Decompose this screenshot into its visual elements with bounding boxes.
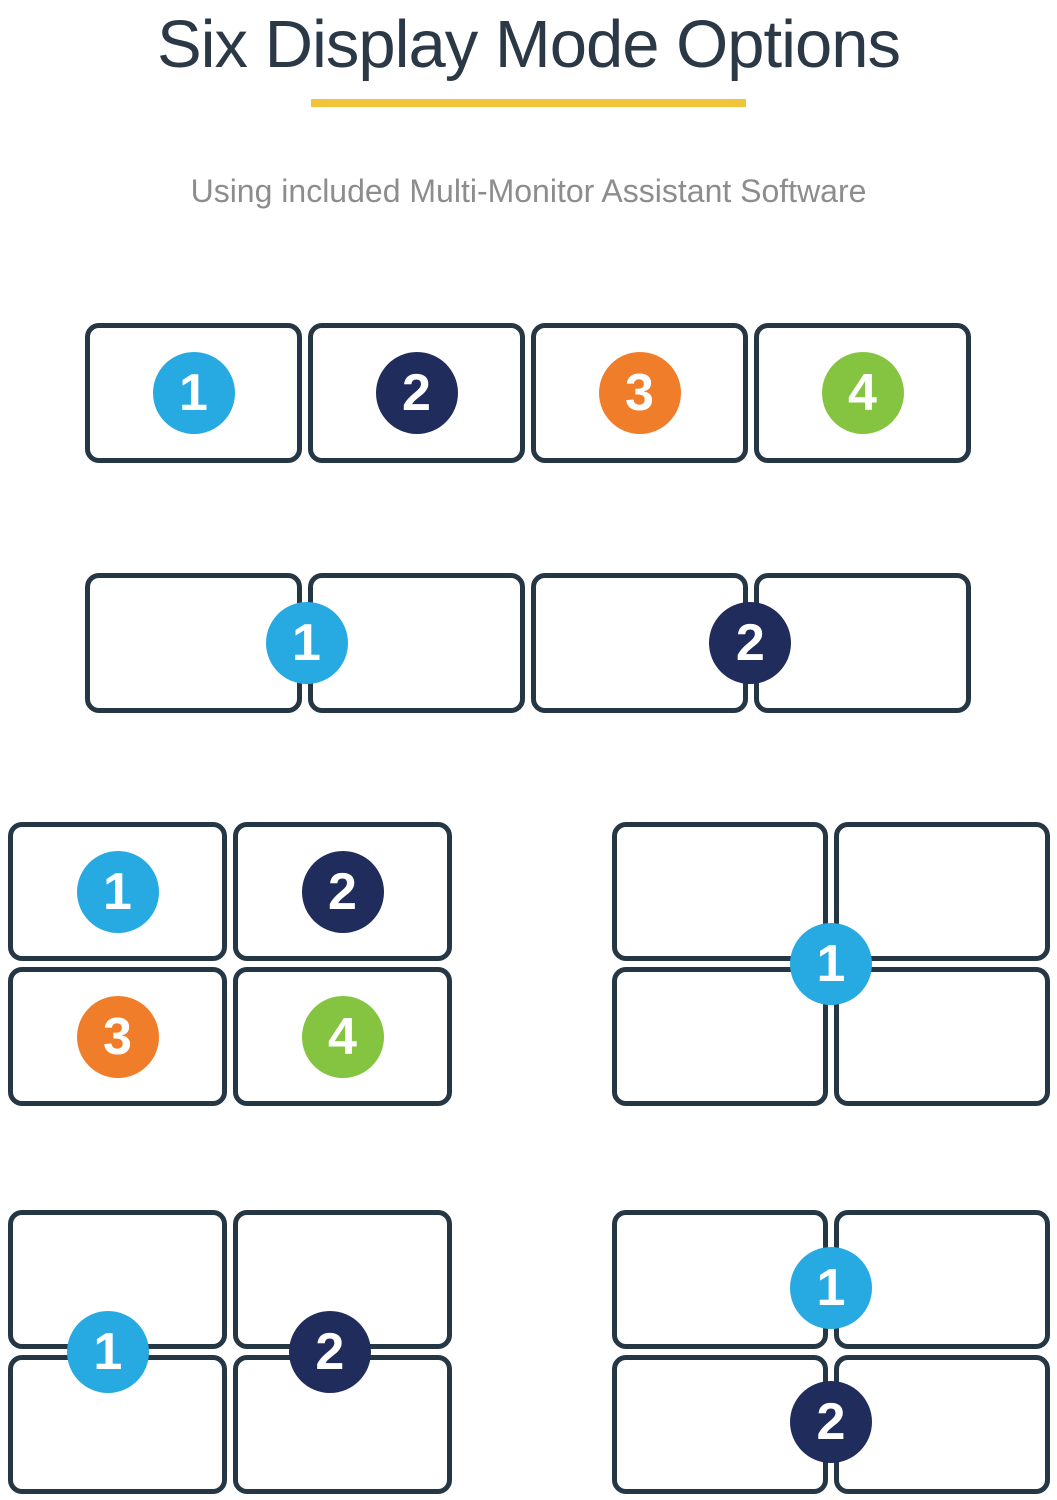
mode-two-displays-vertical-spans-grid: 1 2 xyxy=(8,1210,452,1494)
monitor: 3 xyxy=(531,323,748,463)
display-number-badge: 1 xyxy=(76,850,159,933)
mode-four-displays-extended-grid: 1 2 3 4 xyxy=(8,822,452,1106)
mode-two-displays-spanned-pairs-row: 1 2 xyxy=(85,573,971,713)
display-number-badge: 1 xyxy=(66,1311,149,1393)
display-number-badge: 3 xyxy=(76,995,159,1078)
monitor: 4 xyxy=(233,967,452,1106)
monitor: 4 xyxy=(754,323,971,463)
display-number-badge: 2 xyxy=(288,1311,371,1393)
mode-two-displays-horizontal-spans-grid: 1 2 xyxy=(612,1210,1050,1494)
display-number-badge: 4 xyxy=(821,352,904,434)
display-number-badge: 4 xyxy=(301,995,384,1078)
header: Six Display Mode Options Using included … xyxy=(0,0,1057,210)
display-number-badge: 1 xyxy=(790,1247,872,1330)
page-title: Six Display Mode Options xyxy=(156,7,901,82)
display-number-badge: 2 xyxy=(790,1380,872,1463)
display-number-badge: 3 xyxy=(598,352,681,434)
display-number-badge: 1 xyxy=(265,602,348,684)
monitor xyxy=(834,822,1050,961)
mode-one-display-spanned-grid: 1 xyxy=(612,822,1050,1106)
monitor xyxy=(612,967,828,1106)
page-subtitle: Using included Multi-Monitor Assistant S… xyxy=(190,173,867,209)
title-underline xyxy=(311,99,746,107)
monitor xyxy=(834,967,1050,1106)
monitor: 3 xyxy=(8,967,227,1106)
display-number-badge: 2 xyxy=(709,602,792,684)
monitor xyxy=(612,822,828,961)
display-number-badge: 1 xyxy=(790,923,872,1005)
display-number-badge: 2 xyxy=(301,850,384,933)
display-number-badge: 2 xyxy=(375,352,458,434)
mode-four-displays-extended-row: 1 2 3 4 xyxy=(85,323,971,463)
monitor: 2 xyxy=(233,822,452,961)
monitor: 1 xyxy=(8,822,227,961)
monitor: 2 xyxy=(308,323,525,463)
display-number-badge: 1 xyxy=(152,352,235,434)
monitor: 1 xyxy=(85,323,302,463)
